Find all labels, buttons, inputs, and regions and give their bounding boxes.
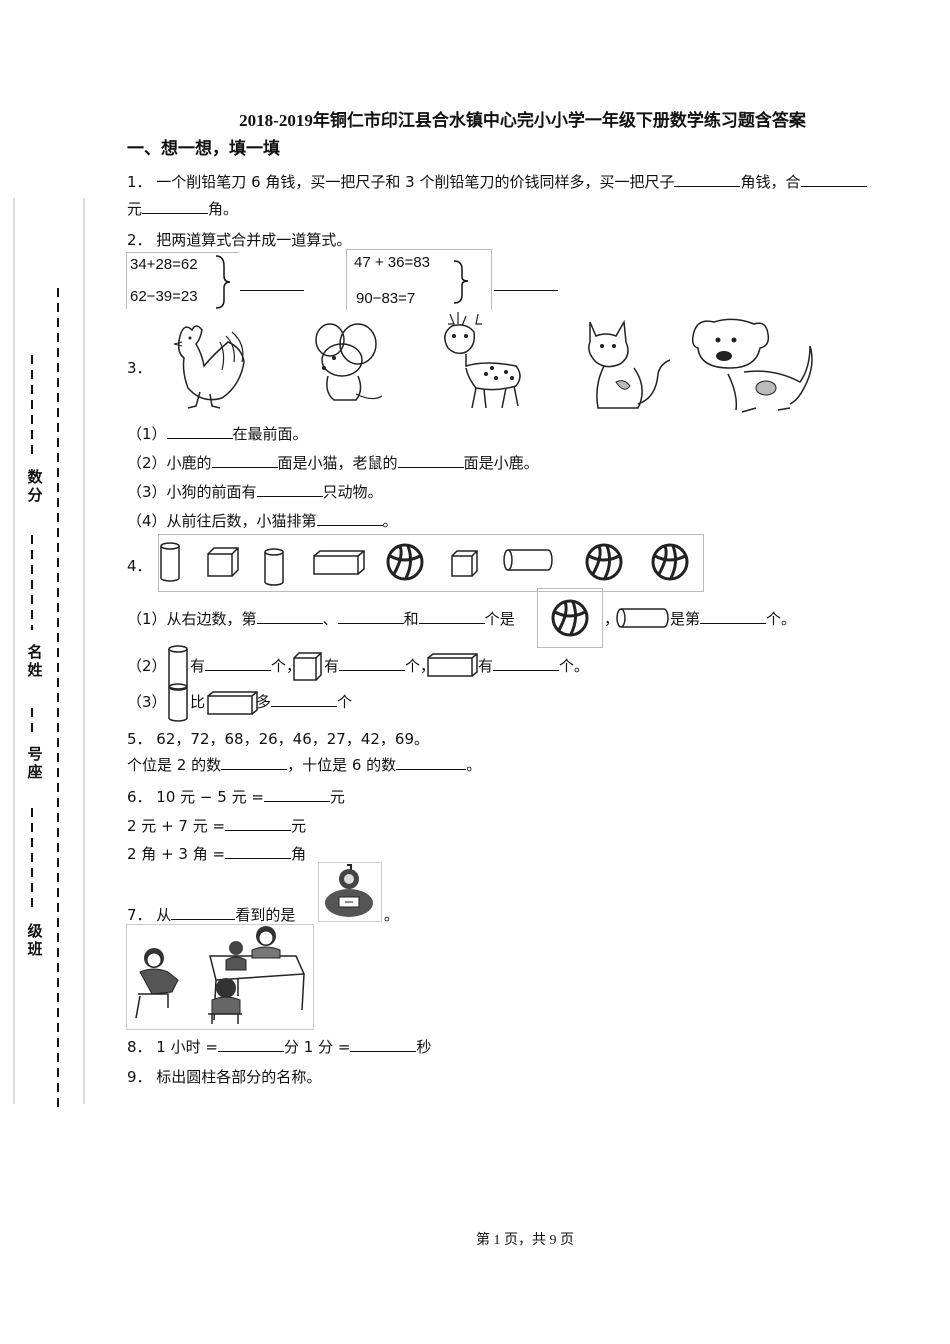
- question-4-part-2-c: 有个。: [478, 656, 590, 675]
- cuboid-icon: [313, 550, 365, 575]
- answer-blank[interactable]: [225, 844, 292, 859]
- answer-blank[interactable]: [256, 482, 323, 497]
- question-4-part-3-label: （3）: [127, 693, 167, 711]
- answer-blank[interactable]: [316, 511, 383, 526]
- children-table-scene: [135, 926, 306, 1024]
- question-6-line-3: 2 角 + 3 角 =角: [127, 844, 307, 863]
- shapes-row: [160, 542, 689, 586]
- binding-lines: [13, 198, 85, 1108]
- equation-text: 34+28=62: [130, 256, 198, 273]
- question-5: 5． 62，72，68，26，46，27，42，69。: [127, 730, 430, 748]
- answer-blank[interactable]: [397, 453, 464, 468]
- question-1-cont: 元角。: [127, 199, 239, 218]
- comma-text: ，: [604, 610, 620, 628]
- brace-icon: [215, 255, 231, 309]
- answer-blank[interactable]: [166, 424, 233, 439]
- question-3-part-3: （3）小狗的前面有只动物。: [127, 482, 383, 501]
- ball-icon: [585, 543, 623, 581]
- answer-blank[interactable]: [337, 609, 404, 624]
- answer-blank[interactable]: [221, 755, 288, 770]
- question-6-line-2: 2 元 + 7 元 =元: [127, 816, 307, 835]
- side-label-seat: 号座: [27, 745, 43, 781]
- toy-figure-icon: [325, 864, 373, 917]
- rooster-icon: [173, 325, 245, 409]
- question-4-part-2-b: 有个，: [324, 656, 436, 675]
- answer-blank[interactable]: [217, 1037, 284, 1052]
- cylinder-icon: [616, 608, 669, 628]
- question-5-answers: 个位是 2 的数，十位是 6 的数。: [127, 755, 482, 774]
- question-2: 2． 把两道算式合并成一道算式。: [127, 231, 352, 249]
- ball-icon: [651, 543, 689, 581]
- question-4-part-2-a: 有个，: [190, 656, 302, 675]
- cylinder-icon: [160, 542, 180, 582]
- answer-blank[interactable]: [256, 609, 323, 624]
- equation-box-1: [126, 252, 239, 309]
- answer-blank[interactable]: [171, 905, 236, 920]
- side-label-class: 级班: [27, 922, 43, 958]
- period-text: 。: [384, 906, 400, 924]
- question-1: 1． 一个削铅笔刀 6 角钱，买一把尺子和 3 个削铅笔刀的价钱同样多，买一把尺…: [127, 172, 867, 192]
- answer-blank[interactable]: [493, 656, 560, 671]
- cuboid-icon: [207, 691, 258, 715]
- question-4-label: 4．: [127, 557, 152, 575]
- cylinder-icon: [503, 549, 553, 571]
- equation-text: 62−39=23: [130, 288, 198, 305]
- question-6-line-1: 6． 10 元 − 5 元 =元: [127, 787, 345, 806]
- answer-blank[interactable]: [205, 656, 272, 671]
- section-heading: 一、想一想，填一填: [127, 139, 280, 159]
- mouse-icon: [315, 323, 383, 401]
- page-title: 2018-2019年铜仁市印江县合水镇中心完小小学一年级下册数学练习题含答案: [239, 111, 806, 130]
- answer-blank[interactable]: [339, 656, 406, 671]
- answer-blank[interactable]: [418, 609, 485, 624]
- question-3-part-4: （4）从前往后数，小猫排第。: [127, 511, 398, 530]
- cuboid-icon: [427, 653, 478, 677]
- answer-blank[interactable]: [700, 609, 767, 624]
- answer-blank[interactable]: [211, 453, 278, 468]
- question-3-label: 3．: [127, 359, 152, 377]
- question-3-part-1: （1）在最前面。: [127, 424, 308, 443]
- page-footer: 第 1 页，共 9 页: [476, 1233, 574, 1248]
- question-4-part-2-label: （2）: [127, 657, 167, 675]
- answer-blank[interactable]: [396, 755, 467, 770]
- question-3-part-2: （2）小鹿的面是小猫，老鼠的面是小鹿。: [127, 453, 539, 472]
- side-label-score: 数分: [27, 468, 43, 504]
- dog-icon: [691, 318, 813, 413]
- scene-image-box: [126, 924, 314, 1030]
- equation-text: 90−83=7: [356, 290, 416, 307]
- answer-blank[interactable]: [142, 199, 209, 214]
- cylinder-icon: [168, 683, 188, 722]
- question-4-part-3-end: 多个: [256, 692, 353, 711]
- equation-text: 47 + 36=83: [354, 254, 430, 271]
- answer-blank[interactable]: [800, 172, 867, 187]
- question-7: 7． 从看到的是: [127, 905, 296, 924]
- answer-line[interactable]: [494, 290, 558, 291]
- ball-icon: [551, 599, 589, 637]
- answer-blank[interactable]: [674, 172, 741, 187]
- answer-blank[interactable]: [225, 816, 292, 831]
- question-4-part-1: （1）从右边数，第、和个是: [127, 609, 515, 628]
- cube-icon: [451, 550, 478, 577]
- ball-icon: [386, 543, 424, 581]
- answer-blank[interactable]: [271, 692, 338, 707]
- cube-icon: [293, 652, 322, 681]
- cat-icon: [588, 319, 671, 409]
- cube-icon: [207, 547, 239, 577]
- answer-line[interactable]: [240, 290, 304, 291]
- question-4-part-1-end: 是第个。: [670, 609, 797, 628]
- question-8: 8． 1 小时 =分 1 分 =秒: [127, 1037, 432, 1056]
- shapes-box: [158, 534, 704, 592]
- equation-box-2: [346, 249, 492, 310]
- ball-image-box: [537, 588, 603, 648]
- cylinder-icon: [264, 548, 284, 586]
- deer-icon: [444, 312, 521, 409]
- answer-blank[interactable]: [350, 1037, 417, 1052]
- brace-icon: [453, 260, 469, 304]
- question-9: 9． 标出圆柱各部分的名称。: [127, 1068, 322, 1086]
- compare-text: 比: [190, 693, 206, 711]
- toy-image-box: [318, 862, 382, 922]
- answer-blank[interactable]: [263, 787, 330, 802]
- side-label-name: 名姓: [27, 643, 43, 679]
